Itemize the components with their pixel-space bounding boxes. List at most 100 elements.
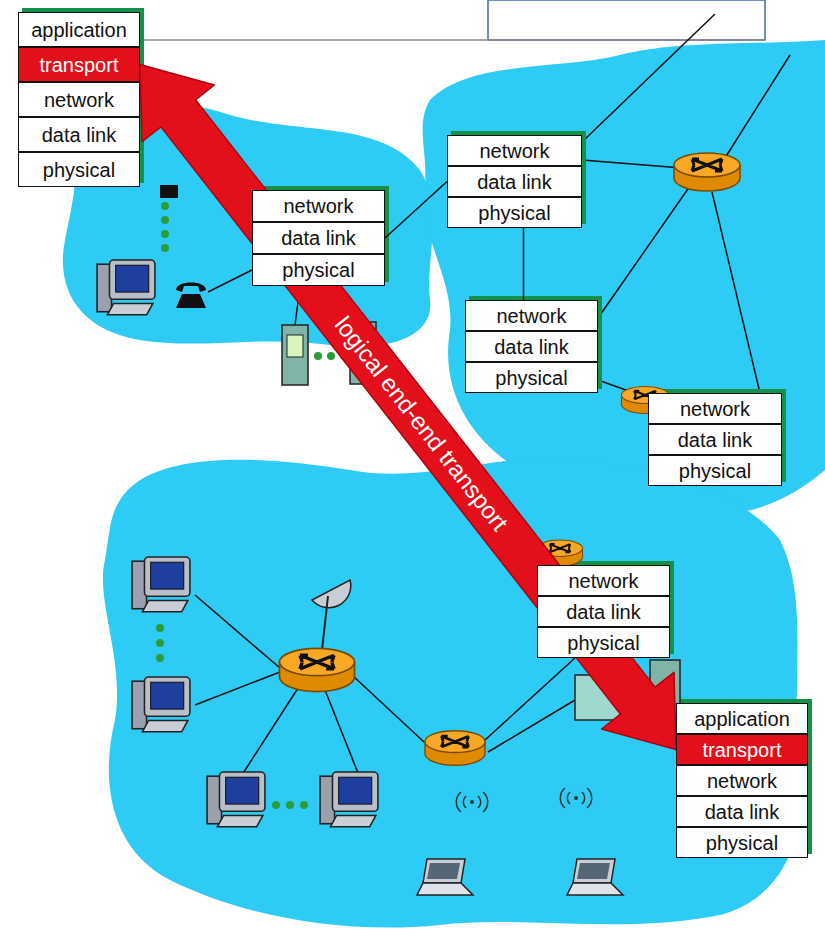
- layer-box: physical: [465, 362, 598, 393]
- router: [425, 731, 485, 766]
- layer-box: data link: [465, 331, 598, 362]
- layer-label: data link: [281, 227, 356, 249]
- link-line: [598, 186, 690, 318]
- layer-label: physical: [679, 460, 751, 482]
- layer-label: data link: [678, 429, 753, 451]
- dish-mast: [322, 596, 328, 650]
- radio-waves: [560, 788, 591, 808]
- layer-box: network: [648, 393, 782, 424]
- dot: [314, 352, 322, 360]
- layer-label: data link: [705, 801, 780, 823]
- dot: [300, 801, 308, 809]
- layer-label: transport: [703, 739, 782, 761]
- transport-layer-box: transport: [18, 47, 140, 82]
- layer-box: application: [18, 12, 140, 47]
- layer-box: physical: [447, 197, 582, 228]
- layer-label: physical: [282, 259, 354, 281]
- router: [280, 648, 355, 691]
- telephone: [160, 185, 178, 198]
- modem-panel: [287, 335, 303, 357]
- host-computer: [132, 557, 190, 612]
- link-line: [208, 270, 252, 292]
- link-line: [385, 182, 447, 239]
- telephone: [176, 283, 206, 309]
- layer-label: physical: [706, 832, 778, 854]
- layer-box: network: [537, 565, 670, 596]
- router: [674, 153, 740, 191]
- layer-box: network: [18, 82, 140, 117]
- layer-box: network: [465, 300, 598, 331]
- dot: [161, 230, 169, 238]
- laptop: [567, 859, 623, 895]
- layer-label: network: [496, 305, 566, 327]
- arrow-band: [140, 65, 676, 750]
- link-line: [523, 228, 525, 300]
- link-line: [725, 55, 790, 158]
- link-line: [582, 160, 682, 168]
- layer-label: data link: [566, 601, 641, 623]
- dot: [161, 216, 169, 224]
- layer-label: data link: [477, 171, 552, 193]
- layer-box: data link: [537, 596, 670, 627]
- dot: [156, 624, 164, 632]
- link-line: [325, 690, 360, 778]
- dot: [156, 654, 164, 662]
- layer-box: network: [447, 135, 582, 166]
- layer-label: data link: [494, 336, 569, 358]
- laptop: [417, 859, 473, 895]
- links: [195, 14, 790, 778]
- modem: [282, 325, 308, 385]
- layer-box: data link: [676, 796, 808, 827]
- link-line: [195, 672, 280, 705]
- layer-box: data link: [18, 117, 140, 152]
- layer-box: physical: [676, 827, 808, 858]
- layer-label: physical: [567, 632, 639, 654]
- transport-layer-box: transport: [676, 734, 808, 765]
- note-box: [488, 0, 765, 40]
- link-line: [582, 14, 715, 142]
- layer-label: network: [283, 195, 353, 217]
- dot: [272, 801, 280, 809]
- layer-label: network: [44, 89, 114, 111]
- layer-label: physical: [43, 159, 115, 181]
- layer-box: physical: [537, 627, 670, 658]
- layer-box: physical: [252, 254, 385, 286]
- header-rule: [140, 39, 765, 41]
- dot: [156, 639, 164, 647]
- host-computer: [97, 260, 155, 315]
- transport-arrow: [140, 65, 676, 750]
- layer-box: physical: [18, 152, 140, 187]
- layer-box: application: [676, 703, 808, 734]
- layer-label: physical: [495, 367, 567, 389]
- layer-box: data link: [648, 424, 782, 455]
- layer-label: application: [694, 708, 790, 730]
- satellite-dish: [312, 580, 351, 608]
- layer-box: data link: [447, 166, 582, 197]
- link-line: [712, 192, 760, 393]
- host-computer: [132, 677, 190, 732]
- layer-label: network: [568, 570, 638, 592]
- host-computer: [320, 772, 378, 827]
- layer-label: network: [479, 140, 549, 162]
- layer-label: network: [707, 770, 777, 792]
- radio-waves: [456, 792, 487, 812]
- link-line: [195, 595, 280, 668]
- layer-label: application: [31, 19, 127, 41]
- layer-box: data link: [252, 222, 385, 254]
- layer-box: network: [252, 190, 385, 222]
- link-line: [240, 685, 300, 778]
- dot: [286, 801, 294, 809]
- layer-label: transport: [40, 54, 119, 76]
- layer-label: physical: [478, 202, 550, 224]
- layer-box: physical: [648, 455, 782, 486]
- network-cloud: [423, 40, 825, 514]
- dot: [161, 244, 169, 252]
- link-connector: [523, 228, 524, 300]
- link-line: [488, 700, 575, 752]
- dot: [327, 352, 335, 360]
- link-line: [352, 675, 424, 742]
- layer-label: data link: [42, 124, 117, 146]
- host-computer: [207, 772, 265, 827]
- layer-box: network: [676, 765, 808, 796]
